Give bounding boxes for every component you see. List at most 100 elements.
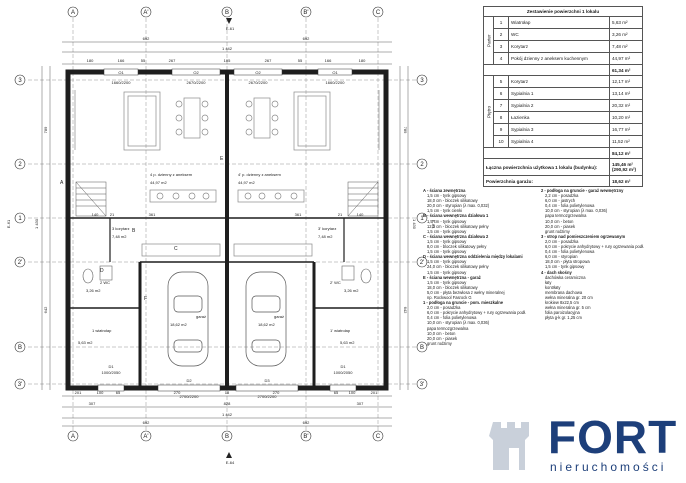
dim-inner-7: 140	[357, 212, 364, 217]
door-size-3: 2700/2200	[258, 394, 278, 399]
legend-item: wełna mineralna gr. 20 cm	[545, 294, 593, 300]
dimension-texts: 692 692 1 442 180 166 55 267 105 267 55 …	[34, 36, 417, 425]
table-cell-name: Sypialnia 4	[508, 135, 610, 148]
table-cell-name: Wiatrołap	[508, 16, 610, 29]
legend-item: 0,4 cm - folia polietylenowa	[427, 315, 477, 321]
table-cell-name: Sypialnia 3	[508, 123, 610, 136]
axis-left-1: 1	[18, 216, 22, 222]
legend-item: 12,0 cm - bloczek silikatowy pełny	[427, 223, 489, 229]
room-name-4p: 4' p. dzienny z aneksem	[238, 172, 281, 177]
dim-top-1: 692	[143, 36, 150, 41]
table-cell-area: 13,14 m²	[609, 87, 643, 100]
dim-top3-3: 55	[141, 58, 146, 63]
legend-item: 2,0 cm - posadzka	[427, 305, 461, 311]
table-cell-no: 5	[493, 75, 509, 88]
dim-bot1-4: 270	[174, 390, 181, 395]
table-cell-name: Łazienka	[508, 111, 610, 124]
table-cell-area: 3,26 m²	[609, 28, 643, 41]
brand-word: FORT	[548, 411, 678, 463]
legend-item: 18,0 cm - płyta stropowa	[545, 259, 590, 265]
legend-heading: 2 - podłoga na gruncie - garaż wewnętrzn…	[541, 188, 624, 193]
legend-item: 1,5 cm - tynk gipsowy	[427, 249, 467, 255]
legend-item: 18,0 cm - bloczek silikatowy	[427, 284, 478, 290]
window-id-1: O1	[118, 70, 124, 75]
door-size-4: 1000/2050	[334, 370, 354, 375]
axis-right-3: 3	[420, 78, 424, 84]
dim-top3-7: 55	[298, 58, 303, 63]
axis-right-1: 1	[420, 216, 424, 222]
dim-right-2: 642	[403, 307, 408, 314]
legend-item: 10,0 cm - beton	[427, 330, 456, 336]
legend-item: np. Rockwool Fasrock G	[427, 294, 472, 300]
room-name-garage-1: garaż	[196, 314, 206, 319]
legend-item: 20,0 cm - piasek	[545, 223, 576, 229]
legend-heading: C - ściana wewnętrzna działowa 2	[423, 233, 489, 239]
dim-bot2-3: 307	[357, 401, 364, 406]
door-id-2: D2	[186, 378, 192, 383]
dim-bot1-5: 18	[225, 390, 230, 395]
dim-top3-6: 267	[265, 58, 272, 63]
section-marks: E-61 E-64 E-61 E-61	[6, 18, 436, 465]
table-group-attic: Piętro	[483, 75, 494, 148]
legend-item: 1,5 cm - tynk gipsowy	[427, 238, 467, 244]
dim-top3-2: 166	[118, 58, 125, 63]
table-cell-area: 44,97 m²	[609, 52, 643, 65]
room-name-2: 2 WC	[100, 280, 110, 285]
dim-bot4-2: 692	[303, 420, 310, 425]
dim-right-1: 789	[403, 127, 408, 134]
dim-top3-4: 267	[169, 58, 176, 63]
furniture	[74, 90, 380, 257]
dim-inner-3: 361	[149, 212, 156, 217]
axis-bottom-b: B	[225, 434, 229, 440]
dim-bot1-3: 65	[116, 390, 121, 395]
dim-bot1-8: 100	[349, 390, 356, 395]
legend-item: 2,2 cm - posadzka	[545, 193, 579, 199]
axis-top-a: A	[71, 10, 75, 16]
legend-item: 6,0 cm - jastrych	[545, 198, 576, 204]
legend-item: 0,4 cm - folia polietylenowa	[545, 249, 595, 255]
room-name-2p: 2' WC	[330, 280, 341, 285]
window-id-4: O1	[332, 70, 338, 75]
window-openings	[97, 68, 357, 392]
legend-heading: 3 - strop nad pomieszczeniem ogrzewanym	[541, 233, 626, 239]
cars	[167, 271, 287, 367]
legend-item: 20,0 cm - piasek	[427, 335, 458, 341]
door-size-1: 1000/2050	[102, 370, 122, 375]
dim-inner-5: 361	[295, 212, 302, 217]
room-name-3p: 3' korytarz	[318, 226, 336, 231]
legend-item: folia paroizolacyjna	[545, 310, 580, 316]
dim-top3-5: 105	[224, 58, 231, 63]
table-cell-no: 3	[493, 40, 509, 53]
legend-item: krokiew 8x22,5 cm	[545, 300, 579, 306]
legend-item: wełna mineralna gr. 5 cm	[545, 305, 591, 311]
axis-right-2p: 2'	[420, 260, 424, 266]
table-cell-area: 5,63 m²	[609, 16, 643, 29]
legend-heading: D - ściana wewnętrzna oddzielenia między…	[423, 254, 523, 260]
legend-item: 1,5 cm - tynk gipsowy	[545, 264, 585, 270]
walls	[65, 69, 389, 391]
door-size-2: 2700/2200	[180, 394, 200, 399]
legend-item: 6,0 cm - pokrycie anhydrytowy + rury ogr…	[427, 310, 527, 316]
legend-item: 6,0 cm - pokrycie anhydrytowy + rury ogr…	[545, 244, 645, 250]
legend-item: 1,5 cm - tynk gipsowy	[427, 259, 467, 265]
legend-item: 6,0 cm - styropian	[545, 254, 578, 260]
axis-top-b: B	[225, 10, 229, 16]
legend-item: 1,5 cm - tynk cienki	[427, 208, 463, 214]
legend-item: 5,0 cm - płyta bezwłosa z wełny mineraln…	[427, 289, 505, 295]
table-cell-area: 11,52 m²	[609, 135, 643, 148]
legend-heading: 1 - podłoga na gruncie - pom. mieszkalne	[423, 300, 504, 306]
table-cell-no: 4	[493, 52, 509, 65]
door-id-4: D1	[340, 364, 346, 369]
axis-top-b2: B'	[303, 10, 308, 16]
axis-top-a2: A'	[143, 10, 148, 16]
table-cell-no: 1	[493, 16, 509, 29]
window-size-4: 1660/2200	[326, 80, 346, 85]
legend-item: membrana dachowa	[545, 289, 583, 295]
legend-item: 1,5 cm - tynk gipsowy	[427, 279, 467, 285]
room-area-2p: 3,26 m2	[344, 288, 359, 293]
room-area-1p: 5,63 m2	[340, 340, 355, 345]
door-id-3: D3	[264, 378, 270, 383]
table-cell-no: 10	[493, 135, 509, 148]
dim-top-total: 1 442	[222, 46, 233, 51]
